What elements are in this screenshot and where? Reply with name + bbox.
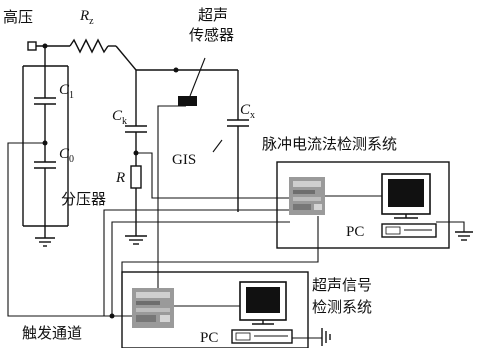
capacitor-c0 <box>34 143 56 226</box>
pc-label-top: PC <box>346 224 364 240</box>
sensor-label-line1: 超声 <box>198 6 228 24</box>
pulse-system-box <box>276 161 450 249</box>
hv-terminal <box>27 41 37 51</box>
pulse-signal-cable <box>136 152 290 199</box>
c0-label: C0 <box>59 146 74 165</box>
keyboard-icon-bottom <box>231 329 293 344</box>
pulse-instrument-icon <box>289 177 325 215</box>
ultrasonic-system-label-line1: 超声信号 <box>312 276 372 294</box>
keyboard-icon-top <box>381 223 437 238</box>
monitor-icon-top <box>381 173 431 219</box>
hv-lead <box>36 43 70 49</box>
high-voltage-label: 高压 <box>3 8 33 26</box>
ultrasonic-system-label-line2: 检测系统 <box>312 298 372 316</box>
c1-label: C1 <box>59 82 74 101</box>
resistor-r <box>130 153 142 236</box>
gis-pointer <box>212 139 223 153</box>
rz-label: Rz <box>79 8 94 27</box>
ultrasonic-system-box <box>121 271 309 348</box>
ultrasonic-instrument-icon <box>132 288 174 328</box>
sensor-pointer <box>189 57 206 97</box>
top-bus <box>108 45 238 73</box>
cx-label: Cx <box>240 102 255 121</box>
pulse-ground-icon <box>436 221 473 241</box>
trigger-channel-label: 触发通道 <box>22 324 82 342</box>
ck-label: Ck <box>112 108 127 127</box>
capacitor-c1 <box>34 66 56 143</box>
capacitor-ck <box>125 70 147 152</box>
divider-ground-icon <box>35 226 55 247</box>
monitor-icon-bottom <box>239 281 287 325</box>
gis-label: GIS <box>172 152 196 168</box>
divider-output-cable <box>7 142 160 317</box>
sensor-signal-cable <box>157 105 186 288</box>
ultrasonic-sensor <box>178 96 197 106</box>
pc-label-bottom: PC <box>200 330 218 346</box>
branch-ground-icon <box>125 235 147 245</box>
rz-resistor <box>69 38 109 54</box>
ultrasonic-ground-icon <box>292 328 331 346</box>
r-label: R <box>115 170 125 186</box>
sensor-label-line2: 传感器 <box>189 26 234 44</box>
divider-label: 分压器 <box>61 190 106 208</box>
capacitor-cx <box>227 70 249 212</box>
pulse-system-label: 脉冲电流法检测系统 <box>262 135 397 153</box>
